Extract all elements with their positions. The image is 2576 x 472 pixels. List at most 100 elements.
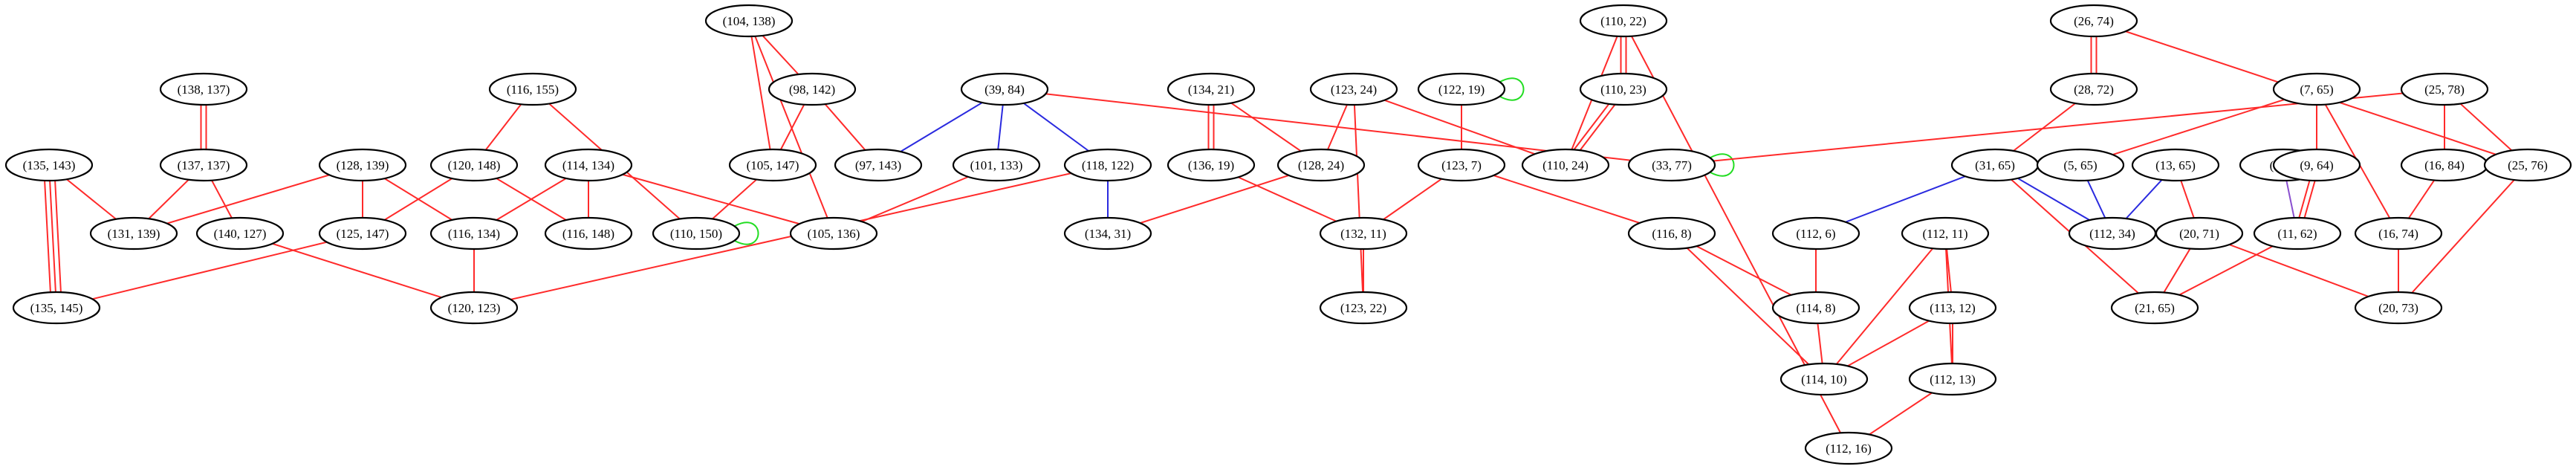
node-ellipse (1771, 216, 1860, 250)
node-ellipse (2272, 148, 2361, 182)
nodes-layer: (104, 138)(98, 142)(105, 147)(97, 143)(1… (4, 4, 2572, 465)
node-ellipse (89, 216, 178, 250)
node-label: (20, 73) (2378, 301, 2418, 315)
node-ellipse (544, 148, 633, 182)
node-140-127: (140, 127) (195, 216, 285, 250)
node-ellipse (2272, 72, 2361, 106)
node-112-34: (112, 34) (2068, 216, 2157, 250)
node-136-19: (136, 19) (1167, 148, 1256, 182)
node-123-24: (123, 24) (1309, 72, 1398, 106)
node-105-136: (105, 136) (789, 216, 878, 250)
node-110-22: (110, 22) (1579, 4, 1668, 38)
node-ellipse (1319, 216, 1408, 250)
node-28-72: (28, 72) (2049, 72, 2138, 106)
node-label: (116, 134) (448, 227, 500, 241)
node-label: (114, 134) (562, 158, 614, 172)
node-ellipse (1908, 291, 1997, 325)
node-ellipse (1627, 216, 1716, 250)
node-label: (98, 142) (789, 83, 835, 97)
node-122-19: (122, 19) (1417, 72, 1506, 106)
node-ellipse (2400, 72, 2489, 106)
node-ellipse (488, 72, 577, 106)
node-20-73: (20, 73) (2354, 291, 2443, 325)
node-ellipse (1417, 148, 1506, 182)
node-120-148: (120, 148) (429, 148, 519, 182)
node-ellipse (1063, 216, 1152, 250)
node-ellipse (429, 291, 519, 325)
node-label: (110, 23) (1600, 83, 1647, 97)
node-ellipse (2049, 72, 2138, 106)
node-ellipse (159, 148, 248, 182)
node-label: (132, 11) (1340, 227, 1386, 241)
node-label: (135, 145) (30, 301, 83, 315)
node-ellipse (429, 216, 519, 250)
node-ellipse (429, 148, 519, 182)
node-11-62: (11, 62) (2253, 216, 2342, 250)
node-134-31: (134, 31) (1063, 216, 1152, 250)
node-ellipse (652, 216, 741, 250)
node-116-155: (116, 155) (488, 72, 577, 106)
node-ellipse (1579, 4, 1668, 38)
node-label: (110, 24) (1542, 158, 1589, 172)
node-5-65: (5, 65) (2036, 148, 2125, 182)
node-label: (28, 72) (2074, 83, 2114, 97)
node-ellipse (2253, 216, 2342, 250)
node-138-137: (138, 137) (159, 72, 248, 106)
node-16-74: (16, 74) (2354, 216, 2443, 250)
edge-112_11-to-114_10 (1823, 233, 1946, 380)
edge-33_77-to-33_77 (1710, 153, 1735, 177)
node-label: (16, 74) (2378, 227, 2418, 241)
node-125-147: (125, 147) (318, 216, 407, 250)
node-label: (125, 147) (337, 227, 389, 241)
node-ellipse (1627, 148, 1716, 182)
node-label: (136, 19) (1188, 158, 1234, 172)
node-134-21: (134, 21) (1167, 72, 1256, 106)
node-ellipse (960, 72, 1049, 106)
node-116-8: (116, 8) (1627, 216, 1716, 250)
node-ellipse (1417, 72, 1506, 106)
node-132-11: (132, 11) (1319, 216, 1408, 250)
node-123-7: (123, 7) (1417, 148, 1506, 182)
node-label: (31, 65) (1975, 158, 2015, 172)
node-label: (137, 137) (178, 158, 230, 172)
node-label: (134, 21) (1188, 83, 1234, 97)
node-110-23: (110, 23) (1579, 72, 1668, 106)
node-135-143: (135, 143) (4, 148, 94, 182)
node-128-139: (128, 139) (318, 148, 407, 182)
node-ellipse (1779, 362, 1869, 396)
node-33-77: (33, 77) (1627, 148, 1716, 182)
node-ellipse (2131, 148, 2220, 182)
edge-20_71-to-20_73 (2199, 233, 2399, 308)
node-114-10: (114, 10) (1779, 362, 1869, 396)
node-ellipse (2354, 291, 2443, 325)
node-label: (120, 148) (448, 158, 501, 172)
node-ellipse (789, 216, 878, 250)
node-114-8: (114, 8) (1771, 291, 1860, 325)
edge-128_139-to-131_139 (133, 164, 363, 234)
edge-7_65-to-5_65 (2080, 88, 2317, 166)
node-112-16: (112, 16) (1804, 431, 1893, 465)
node-98-142: (98, 142) (768, 72, 857, 106)
node-25-78: (25, 78) (2400, 72, 2489, 106)
node-135-145: (135, 145) (12, 291, 101, 325)
node-label: (123, 7) (1441, 158, 1482, 172)
node-112-6: (112, 6) (1771, 216, 1860, 250)
node-118-122: (118, 122) (1063, 148, 1152, 182)
node-120-123: (120, 123) (429, 291, 519, 325)
node-112-11: (112, 11) (1901, 216, 1990, 250)
edge-123_7-to-116_8 (1461, 164, 1673, 234)
node-label: (5, 65) (2063, 158, 2097, 172)
node-label: (97, 143) (855, 158, 901, 172)
node-ellipse (1309, 72, 1398, 106)
node-ellipse (159, 72, 248, 106)
node-label: (135, 143) (23, 158, 76, 172)
edge-123_24-to-110_24 (1353, 88, 1566, 166)
node-21-65: (21, 65) (2110, 291, 2199, 325)
node-label: (112, 6) (1796, 227, 1835, 241)
node-label: (11, 62) (2277, 227, 2317, 241)
node-112-13: (112, 13) (1908, 362, 1997, 396)
node-114-134: (114, 134) (544, 148, 633, 182)
node-label: (123, 22) (1340, 301, 1386, 315)
node-label: (25, 78) (2424, 83, 2465, 97)
